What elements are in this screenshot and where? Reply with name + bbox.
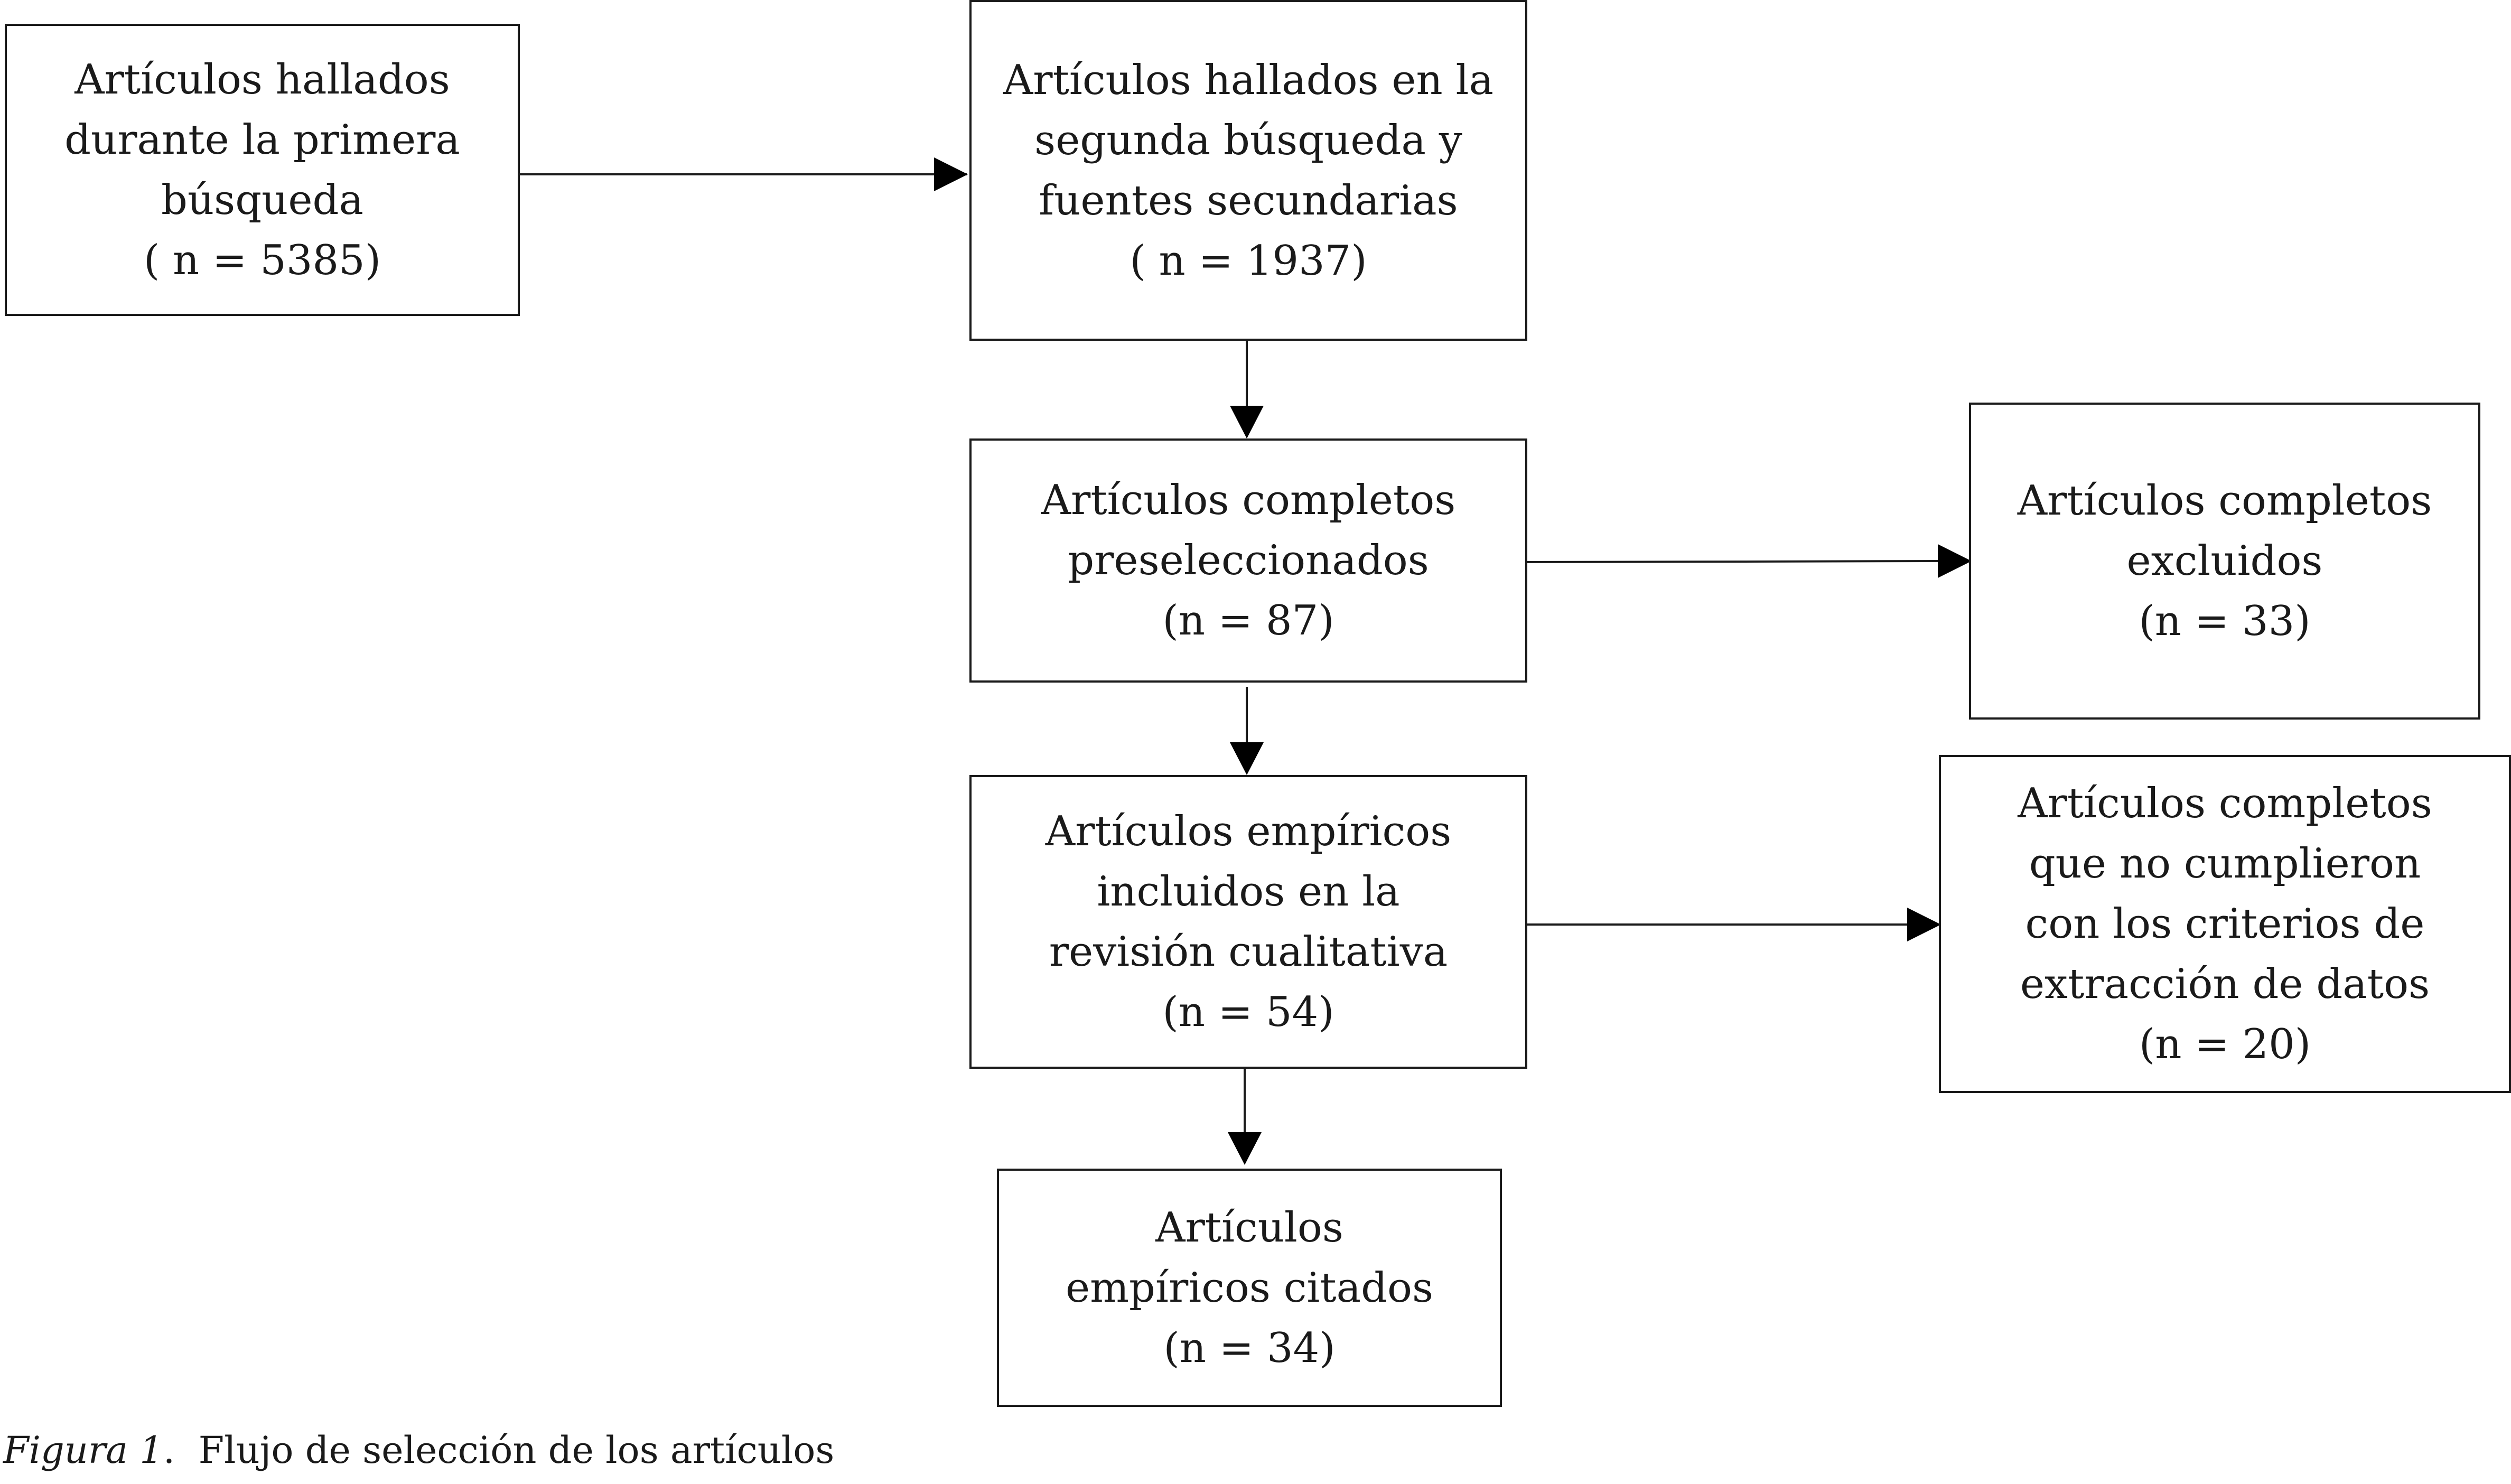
arrowhead-first-to-second [934, 157, 968, 191]
arrowhead-preselected-to-excluded [1938, 544, 1972, 578]
node-cited: Artículos empíricos citados (n = 34) [997, 1169, 1502, 1407]
node-first-search: Artículos hallados durante la primera bú… [5, 24, 520, 316]
node-preselected: Artículos completos preseleccionados (n … [969, 438, 1527, 683]
figure-caption-text: Flujo de selección de los artículos [198, 1429, 835, 1472]
node-second-search: Artículos hallados en la segunda búsqued… [969, 0, 1527, 341]
figure-caption-separator: . [163, 1429, 199, 1472]
node-not-meeting-criteria: Artículos completos que no cumplieron co… [1939, 755, 2511, 1093]
figure-caption: Figura 1. Flujo de selección de los artí… [3, 1426, 834, 1474]
node-excluded: Artículos completos excluidos (n = 33) [1969, 403, 2480, 720]
arrowhead-qualitative-to-cited [1228, 1132, 1262, 1165]
arrowhead-preselected-to-qualitative [1230, 742, 1264, 775]
node-cited-label: Artículos empíricos citados (n = 34) [1065, 1203, 1434, 1372]
node-second-search-label: Artículos hallados en la segunda búsqued… [1003, 56, 1494, 285]
figure-caption-label: Figura 1 [3, 1429, 163, 1472]
arrow-preselected-to-excluded [1527, 560, 1940, 563]
arrowhead-second-to-preselected [1230, 406, 1264, 438]
node-excluded-label: Artículos completos excluidos (n = 33) [2017, 477, 2432, 645]
node-qualitative-review-label: Artículos empíricos incluidos en la revi… [1045, 808, 1452, 1036]
node-not-meeting-criteria-label: Artículos completos que no cumplieron co… [2018, 780, 2432, 1068]
node-qualitative-review: Artículos empíricos incluidos en la revi… [969, 775, 1527, 1069]
arrowhead-qualitative-to-notmeeting [1907, 908, 1941, 941]
node-first-search-label: Artículos hallados durante la primera bú… [64, 55, 460, 284]
node-preselected-label: Artículos completos preseleccionados (n … [1041, 477, 1456, 645]
